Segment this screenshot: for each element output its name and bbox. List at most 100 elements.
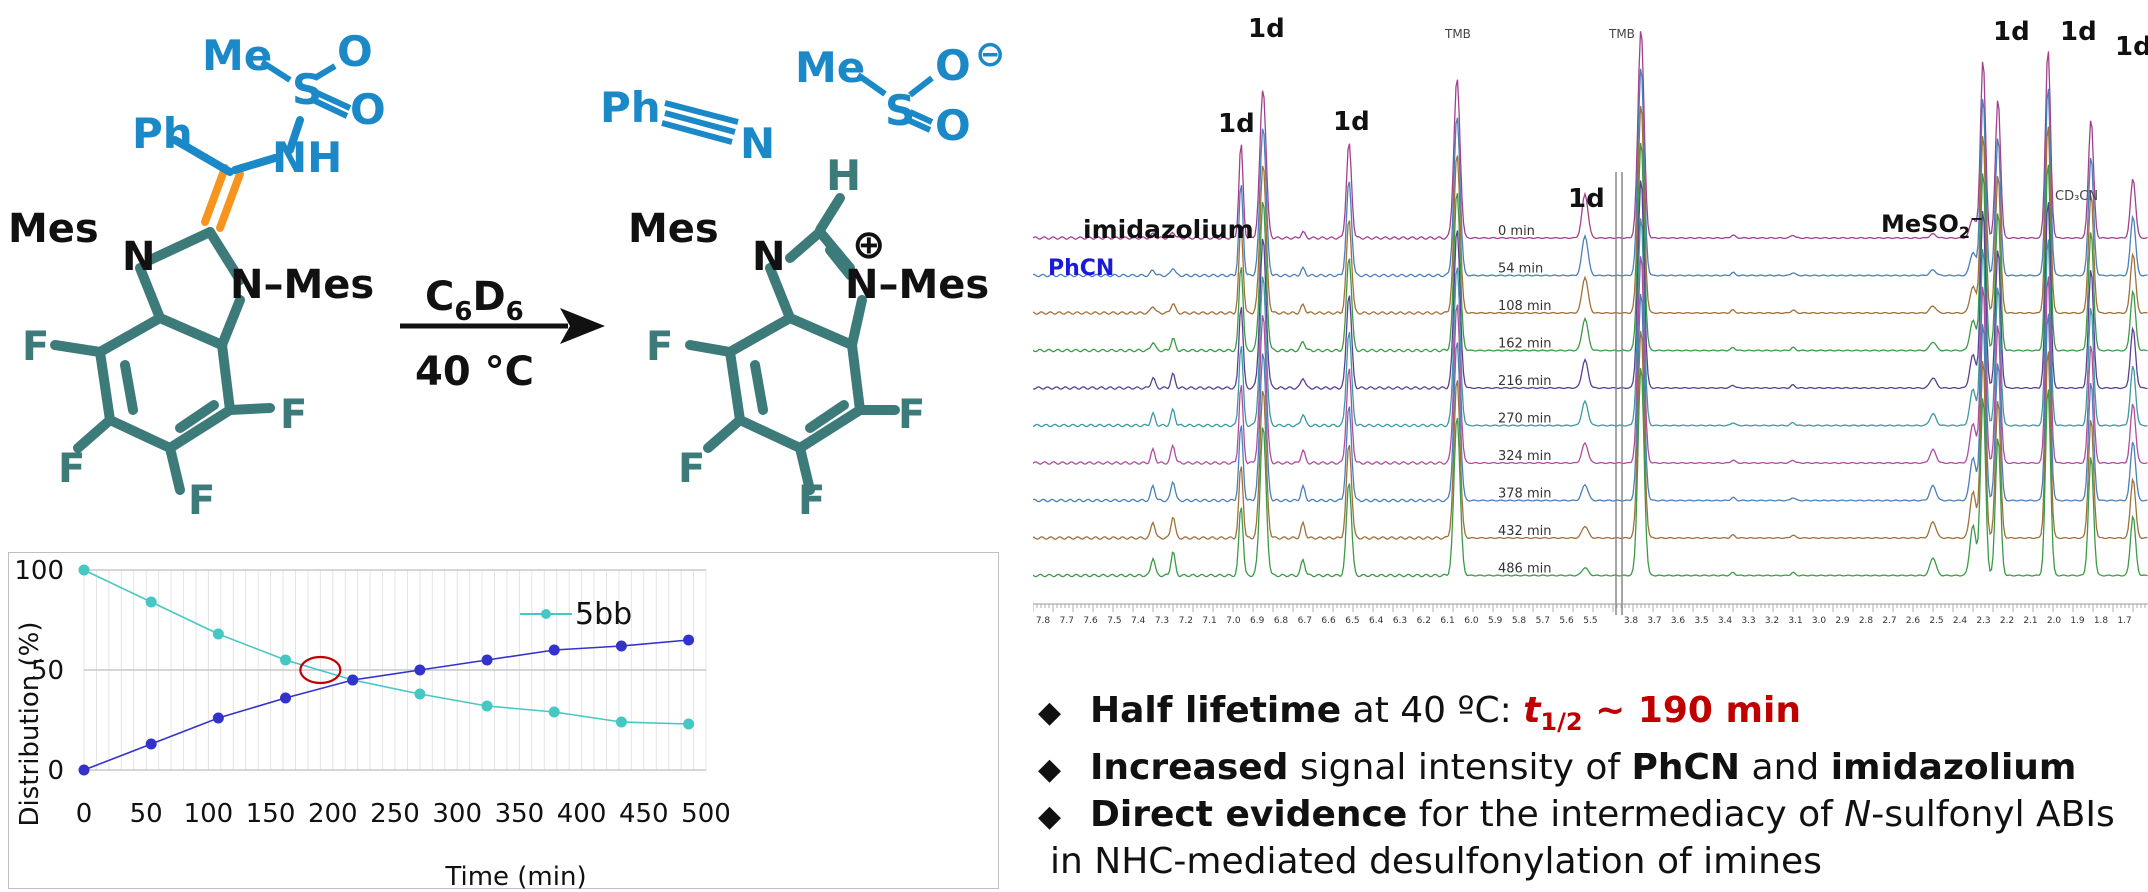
nmr-trace <box>1033 105 2148 315</box>
diamond-bullet-icon: ◆ <box>1038 695 1062 730</box>
product-structure <box>685 193 900 495</box>
ppm-tick-label: 6.2 <box>1417 616 1431 626</box>
phcn-label: PhCN <box>1048 256 1114 281</box>
half-life-highlight <box>299 655 342 685</box>
x-tick-label: 450 <box>619 799 669 829</box>
product-o2: O <box>935 101 971 150</box>
data-point <box>683 718 695 730</box>
cd3cn-label: CD₃CN <box>2055 189 2098 204</box>
data-point <box>145 596 157 608</box>
data-point <box>212 712 224 724</box>
ppm-tick-label: 7.2 <box>1179 616 1193 626</box>
peak-label-1d-f: 1d <box>2060 17 2097 47</box>
mesylate-label: MeSO2− <box>1881 209 1983 242</box>
ppm-tick-label: 7.7 <box>1060 616 1074 626</box>
data-point <box>481 654 493 666</box>
ppm-tick-label: 3.1 <box>1788 616 1802 626</box>
reactant-structure <box>50 227 275 495</box>
ppm-tick-label: 7.5 <box>1107 616 1121 626</box>
reactant-o1: O <box>337 27 373 76</box>
nmr-trace <box>1033 68 2148 278</box>
y-tick-label: 50 <box>31 656 64 686</box>
peak-label-1d-e: 1d <box>1993 17 2030 47</box>
ppm-tick-label: 7.0 <box>1226 616 1241 626</box>
ppm-tick-label: 2.4 <box>1953 616 1968 626</box>
legend-marker <box>541 609 551 619</box>
time-label: 486 min <box>1498 562 1551 577</box>
conclusion-bullets: ◆Half lifetime at 40 ºC: t1/2 ~ 190 min … <box>1038 688 2143 884</box>
y-tick-label: 0 <box>47 756 64 786</box>
nmr-trace <box>1033 142 2148 353</box>
ppm-tick-label: 6.0 <box>1464 616 1479 626</box>
x-tick-label: 100 <box>184 799 234 829</box>
ppm-tick-label: 6.4 <box>1369 616 1384 626</box>
peak-label-1d-a: 1d <box>1248 14 1285 44</box>
nmr-trace <box>1033 330 2148 540</box>
product-o1: O <box>935 41 971 90</box>
nmr-trace <box>1033 256 2148 465</box>
data-point <box>414 688 426 700</box>
data-point <box>615 716 627 728</box>
time-label: 216 min <box>1498 374 1551 389</box>
ppm-tick-label: 3.0 <box>1812 616 1827 626</box>
ppm-tick-label: 1.7 <box>2117 616 2131 626</box>
time-label: 378 min <box>1498 487 1551 502</box>
ppm-tick-label: 2.2 <box>2000 616 2014 626</box>
data-point <box>78 764 90 776</box>
tmb-label-2: TMB <box>1608 27 1635 41</box>
nmr-trace <box>1033 218 2148 428</box>
product-ph: Ph <box>600 83 661 132</box>
product-f3: F <box>798 478 825 524</box>
nmr-trace <box>1033 367 2148 578</box>
diamond-bullet-icon: ◆ <box>1038 752 1062 788</box>
bullet-half-lifetime: ◆Half lifetime at 40 ºC: t1/2 ~ 190 min <box>1038 690 1801 737</box>
data-point <box>347 674 359 686</box>
ppm-tick-label: 6.1 <box>1440 616 1454 626</box>
ppm-tick-label: 5.8 <box>1512 616 1527 626</box>
peak-label-1d-c: 1d <box>1333 107 1370 137</box>
data-point <box>548 644 560 656</box>
ppm-tick-label: 7.6 <box>1083 616 1098 626</box>
data-point <box>145 738 157 750</box>
x-tick-label: 200 <box>308 799 358 829</box>
ppm-tick-label: 7.8 <box>1036 616 1051 626</box>
data-point <box>280 692 292 704</box>
ppm-tick-label: 2.5 <box>1929 616 1943 626</box>
x-tick-label: 250 <box>370 799 420 829</box>
nmr-traces <box>1033 31 2148 578</box>
x-tick-label: 0 <box>76 799 93 829</box>
product-plus-charge: ⊕ <box>852 222 886 268</box>
solvent-label: C6D6 <box>425 274 524 327</box>
time-label: 108 min <box>1498 299 1551 314</box>
nmr-trace <box>1033 293 2148 503</box>
ppm-tick-label: 5.5 <box>1583 616 1597 626</box>
reaction-scheme: Me S O O NH Ph Mes N N–Mes F F F F C6D6 … <box>8 27 1005 524</box>
tmb-label-1: TMB <box>1444 27 1471 41</box>
ppm-tick-label: 7.1 <box>1202 616 1216 626</box>
nmr-trace <box>1033 180 2148 390</box>
ppm-tick-label: 7.4 <box>1131 616 1146 626</box>
imidazolium-label: imidazolium <box>1083 215 1254 244</box>
ppm-tick-label: 1.9 <box>2070 616 2085 626</box>
ppm-tick-label: 6.5 <box>1345 616 1359 626</box>
ppm-tick-label: 2.3 <box>1976 616 1990 626</box>
x-axis-label: Time (min) <box>444 862 586 890</box>
chart-gridlines <box>83 569 707 771</box>
x-tick-label: 500 <box>681 799 731 829</box>
product-n-right: N–Mes <box>845 262 989 308</box>
product-mes-left: Mes <box>628 206 719 252</box>
chart-series <box>78 564 695 776</box>
product-h: H <box>826 151 861 200</box>
data-point <box>548 706 560 718</box>
ppm-tick-label: 6.9 <box>1250 616 1265 626</box>
ppm-tick-label: 5.9 <box>1488 616 1503 626</box>
series-line-1 <box>83 639 689 771</box>
temperature-label: 40 °C <box>415 349 534 395</box>
ppm-tick-label: 6.7 <box>1298 616 1312 626</box>
peak-label-1d-d: 1d <box>1568 184 1605 214</box>
